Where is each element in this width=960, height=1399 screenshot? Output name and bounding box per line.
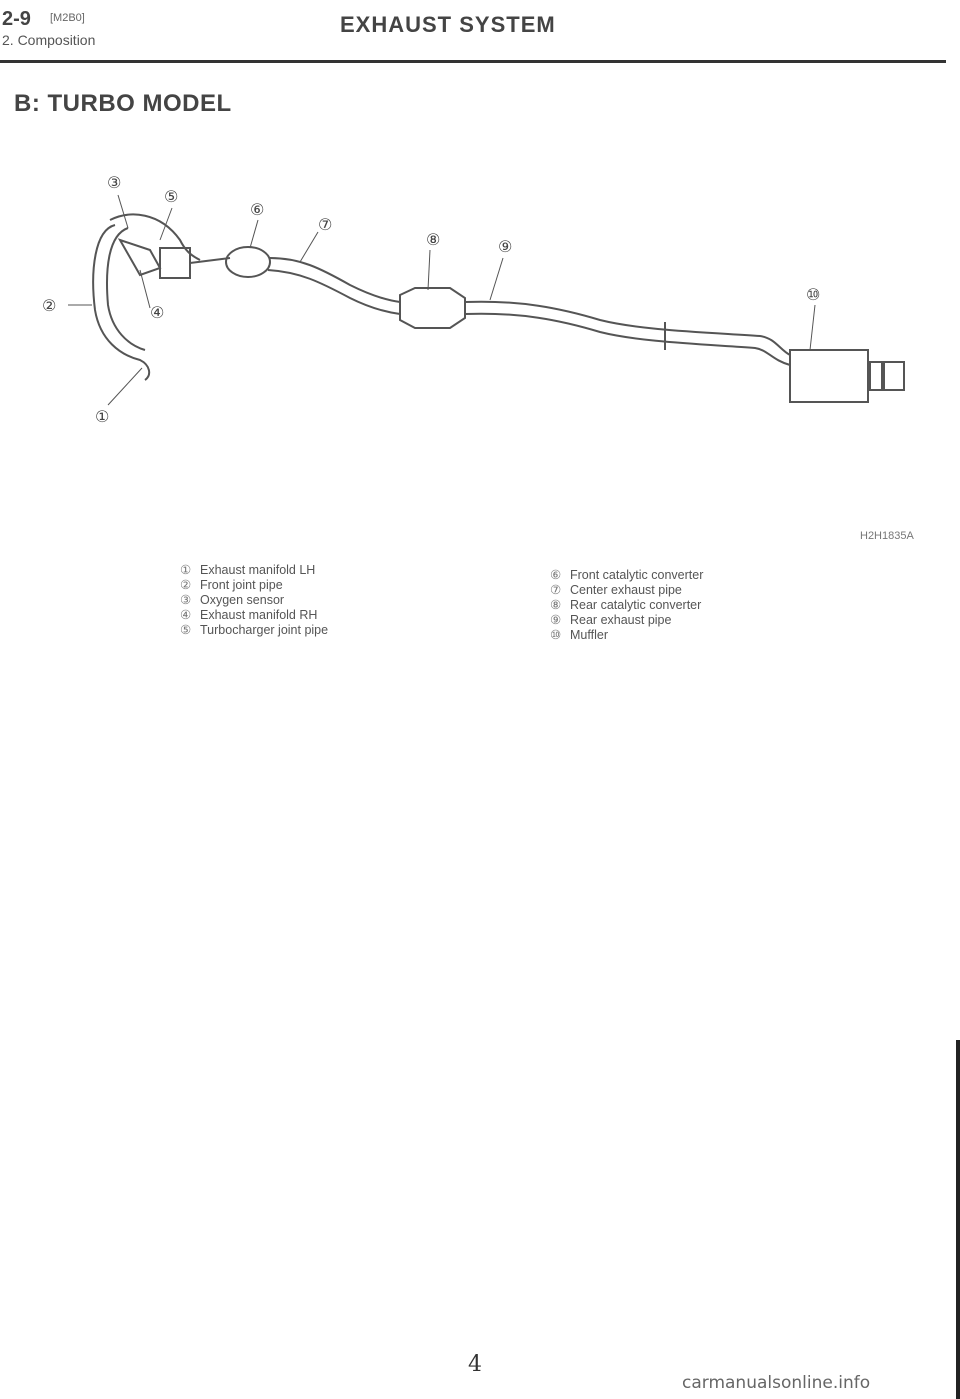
leader-5 bbox=[159, 207, 173, 241]
leader-3 bbox=[117, 194, 129, 229]
callout-3: ③ bbox=[107, 173, 121, 192]
leader-9 bbox=[489, 257, 504, 301]
legend-item: ① Exhaust manifold LH bbox=[180, 563, 328, 578]
tailpipe-b bbox=[883, 361, 905, 391]
legend-number: ① bbox=[180, 563, 192, 577]
legend-label: Turbocharger joint pipe bbox=[200, 623, 329, 637]
legend-number: ⑥ bbox=[550, 568, 562, 582]
rear-exhaust-pipe-upper bbox=[464, 300, 791, 356]
header-rule bbox=[0, 60, 946, 63]
callout-1: ① bbox=[95, 407, 109, 426]
legend-label: Oxygen sensor bbox=[200, 593, 285, 607]
page-number: 4 bbox=[468, 1352, 482, 1377]
legend-number: ⑨ bbox=[550, 613, 562, 627]
legend-item: ⑦ Center exhaust pipe bbox=[550, 583, 703, 598]
legend-number: ⑤ bbox=[180, 623, 192, 637]
center-exhaust-pipe-lower bbox=[267, 269, 401, 315]
leader-8 bbox=[427, 249, 431, 291]
legend-item: ⑧ Rear catalytic converter bbox=[550, 598, 703, 613]
front-cat-converter bbox=[225, 246, 271, 278]
legend-label: Front joint pipe bbox=[200, 578, 283, 592]
rear-cat-converter bbox=[399, 287, 466, 329]
tailpipe-a bbox=[869, 361, 883, 391]
subsection-heading: B: TURBO MODEL bbox=[14, 90, 232, 117]
callout-9: ⑨ bbox=[498, 237, 512, 256]
callout-7: ⑦ bbox=[318, 215, 332, 234]
legend-item: ② Front joint pipe bbox=[180, 578, 328, 593]
page-title: EXHAUST SYSTEM bbox=[340, 12, 556, 37]
legend-label: Muffler bbox=[570, 628, 608, 642]
watermark: carmanualsonline.info bbox=[682, 1373, 871, 1393]
legend-item: ③ Oxygen sensor bbox=[180, 593, 328, 608]
exhaust-diagram: ③ ⑤ ⑥ ⑦ ⑧ ⑨ ⑩ ② ④ ① bbox=[0, 150, 960, 550]
rear-exhaust-pipe-lower bbox=[464, 312, 791, 366]
legend-label: Exhaust manifold RH bbox=[200, 608, 318, 622]
callout-2: ② bbox=[42, 296, 56, 315]
legend-number: ⑦ bbox=[550, 583, 562, 597]
legend-right: ⑥ Front catalytic converter ⑦ Center exhau… bbox=[550, 568, 703, 643]
leader-4 bbox=[139, 269, 151, 309]
legend-left: ① Exhaust manifold LH ② Front joint pipe ③… bbox=[180, 563, 328, 638]
muffler-body bbox=[789, 349, 869, 403]
page-code: [M2B0] bbox=[50, 12, 85, 24]
callout-4: ④ bbox=[150, 303, 164, 322]
section-title: 2. Composition bbox=[2, 32, 96, 48]
legend-number: ② bbox=[180, 578, 192, 592]
legend-number: ③ bbox=[180, 593, 192, 607]
leader-1 bbox=[107, 367, 143, 406]
legend-item: ⑨ Rear exhaust pipe bbox=[550, 613, 703, 628]
leader-7 bbox=[299, 231, 319, 263]
page-reference: 2-9 bbox=[2, 8, 31, 30]
callout-8: ⑧ bbox=[426, 230, 440, 249]
legend-item: ⑩ Muffler bbox=[550, 628, 703, 643]
legend-label: Rear exhaust pipe bbox=[570, 613, 672, 627]
manifold-lh-inner-path bbox=[106, 227, 146, 351]
legend-number: ⑩ bbox=[550, 628, 562, 642]
manifold-rh-path bbox=[109, 213, 201, 261]
callout-5: ⑤ bbox=[164, 187, 178, 206]
manifold-lh-path bbox=[92, 224, 151, 381]
legend-label: Exhaust manifold LH bbox=[200, 563, 316, 577]
leader-10 bbox=[809, 304, 816, 351]
center-exhaust-pipe-upper bbox=[269, 257, 401, 303]
callout-6: ⑥ bbox=[250, 200, 264, 219]
exhaust-diagram-svg: ③ ⑤ ⑥ ⑦ ⑧ ⑨ ⑩ ② ④ ① bbox=[42, 173, 905, 426]
legend-number: ④ bbox=[180, 608, 192, 622]
oxygen-sensor-body bbox=[117, 238, 162, 277]
legend-item: ⑥ Front catalytic converter bbox=[550, 568, 703, 583]
scan-edge-mark bbox=[956, 1040, 960, 1399]
joint-to-cat bbox=[189, 257, 231, 264]
legend-item: ⑤ Turbocharger joint pipe bbox=[180, 623, 328, 638]
legend-label: Center exhaust pipe bbox=[570, 583, 682, 597]
figure-code: H2H1835A bbox=[860, 530, 914, 542]
turbocharger-joint bbox=[159, 247, 191, 279]
legend-item: ④ Exhaust manifold RH bbox=[180, 608, 328, 623]
legend-number: ⑧ bbox=[550, 598, 562, 612]
legend-label: Rear catalytic converter bbox=[570, 598, 702, 612]
callout-10: ⑩ bbox=[806, 285, 820, 304]
leader-6 bbox=[249, 219, 259, 249]
legend-label: Front catalytic converter bbox=[570, 568, 704, 582]
